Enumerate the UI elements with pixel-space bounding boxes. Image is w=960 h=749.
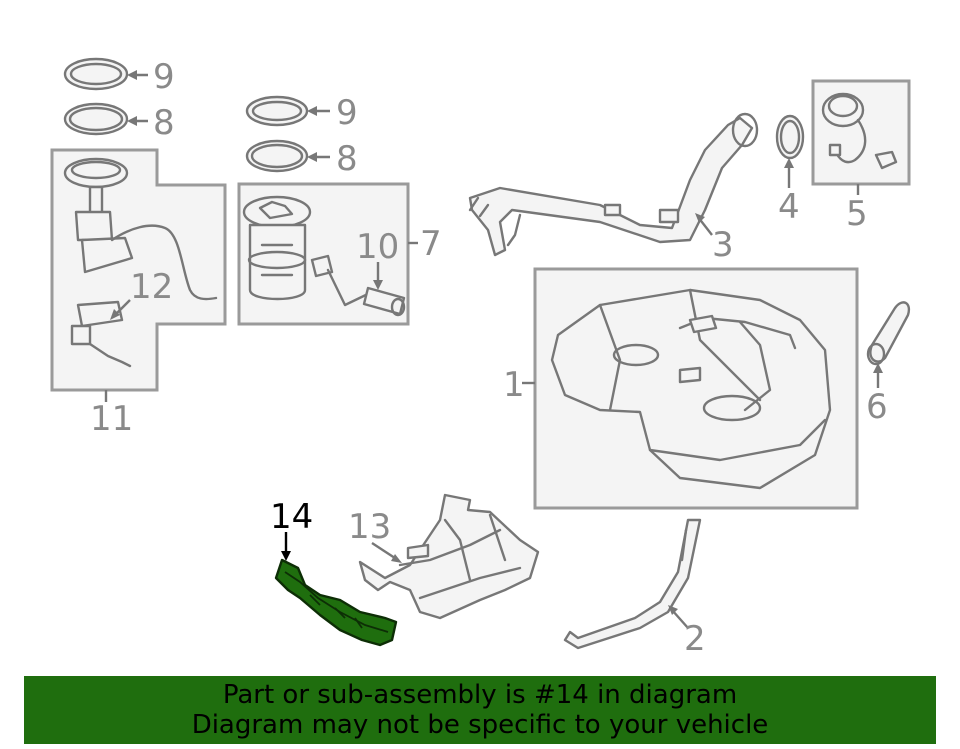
label-9-left: 9 [153,57,175,97]
part-9-ring-left[interactable] [63,57,129,91]
label-3: 3 [712,225,734,265]
part-3-filler-pipe[interactable] [468,112,759,257]
label-6: 6 [866,387,888,427]
label-14: 14 [270,497,313,537]
label-11: 11 [90,399,133,439]
part-5-fuel-cap[interactable] [821,92,898,170]
label-7: 7 [420,224,442,264]
part-8-ring-left[interactable] [63,102,129,136]
banner-line-1: Part or sub-assembly is #14 in diagram [222,680,738,710]
part-9-ring-mid[interactable] [245,95,309,127]
part-2-tank-strap[interactable] [563,518,702,650]
part-11-sender-assembly[interactable] [63,157,218,368]
part-1-fuel-tank[interactable] [550,288,832,490]
label-5: 5 [846,194,868,234]
box-5 [811,79,911,186]
part-8-ring-mid[interactable] [245,139,309,173]
part-4-gasket[interactable] [775,114,805,160]
label-4: 4 [778,187,800,227]
part-13-heat-shield[interactable] [358,493,540,620]
label-9-mid: 9 [336,93,358,133]
banner-line-2: Diagram may not be specific to your vehi… [191,710,769,740]
info-banner: Part or sub-assembly is #14 in diagram D… [24,676,936,744]
part-6-hose[interactable] [866,301,911,366]
label-10: 10 [356,227,399,267]
label-2: 2 [684,619,706,659]
part-14-highlighted[interactable] [274,558,398,647]
label-1: 1 [503,365,525,405]
label-13: 13 [348,507,391,547]
label-8-mid: 8 [336,139,358,179]
label-8-left: 8 [153,103,175,143]
part-10-fuel-pump-module[interactable] [242,195,406,317]
label-12: 12 [130,267,173,307]
